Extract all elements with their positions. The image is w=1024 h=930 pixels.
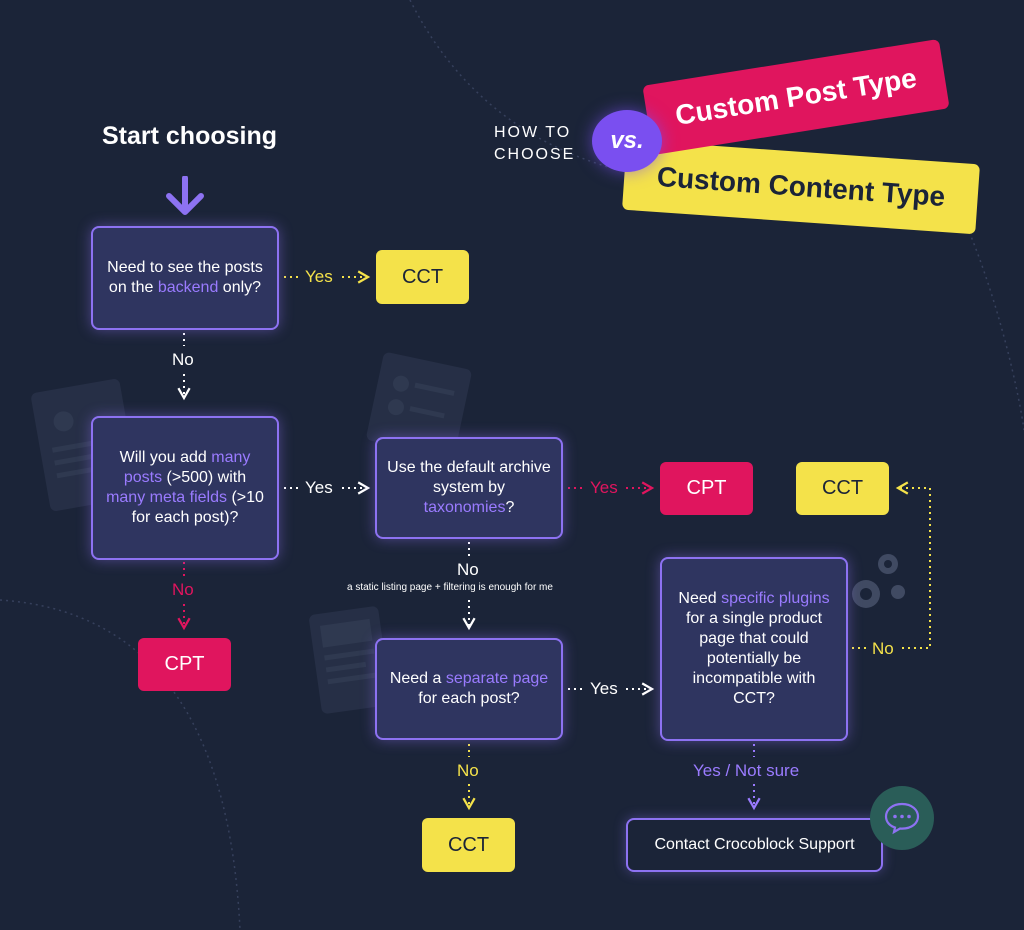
label-q3-no: No — [457, 560, 479, 579]
highlight-taxonomies: taxonomies — [423, 499, 506, 516]
question-default-archive: Use the default archive system by taxono… — [375, 437, 563, 539]
label-q3-yes: Yes — [590, 478, 618, 497]
highlight-many-posts: many posts — [123, 449, 251, 486]
question-separate-page: Need a separate page for each post? — [375, 638, 563, 740]
label-q2-yes: Yes — [305, 478, 333, 497]
result-cct-backend: CCT — [376, 250, 469, 304]
gears-icon — [852, 554, 905, 608]
how-to-line2: CHOOSE — [494, 146, 576, 163]
highlight-backend: backend — [157, 279, 219, 296]
vs-badge: vs. — [592, 110, 662, 172]
document-sketch-lower — [309, 606, 391, 714]
result-cct-separate-page: CCT — [422, 818, 515, 872]
chat-bubble-glyph — [884, 802, 920, 835]
how-to-choose-label: HOW TO CHOOSE — [494, 122, 575, 166]
contact-support-button[interactable]: Contact Crocoblock Support — [626, 818, 883, 872]
result-cct-plugins-no: CCT — [796, 462, 889, 515]
question-backend-only: Need to see the posts on the backend onl… — [91, 226, 279, 330]
note-static-listing: a static listing page + filtering is eno… — [347, 582, 553, 593]
label-q5-yes-not-sure: Yes / Not sure — [693, 761, 800, 780]
result-cpt-taxonomies: CPT — [660, 462, 753, 515]
label-q1-yes: Yes — [305, 267, 333, 286]
result-cpt-many-posts: CPT — [138, 638, 231, 691]
question-many-posts: Will you add many posts (>500) with many… — [91, 416, 279, 560]
arrow-down-icon — [166, 176, 204, 215]
start-title: Start choosing — [102, 122, 278, 150]
label-q1-no: No — [172, 350, 194, 369]
label-q4-no: No — [457, 761, 479, 780]
highlight-many-meta-fields: many meta fields — [106, 489, 227, 506]
highlight-separate-page: separate page — [445, 670, 549, 687]
question-specific-plugins: Need specific plugins for a single produ… — [660, 557, 848, 741]
how-to-line1: HOW TO — [494, 124, 572, 141]
highlight-specific-plugins: specific plugins — [721, 590, 830, 607]
label-q5-no: No — [872, 639, 894, 658]
document-sketch-center — [366, 352, 472, 458]
connector-q5-no-b — [895, 481, 931, 649]
chat-bubble-icon[interactable] — [870, 786, 934, 850]
label-q4-yes: Yes — [590, 679, 618, 698]
label-q2-no: No — [172, 580, 194, 599]
